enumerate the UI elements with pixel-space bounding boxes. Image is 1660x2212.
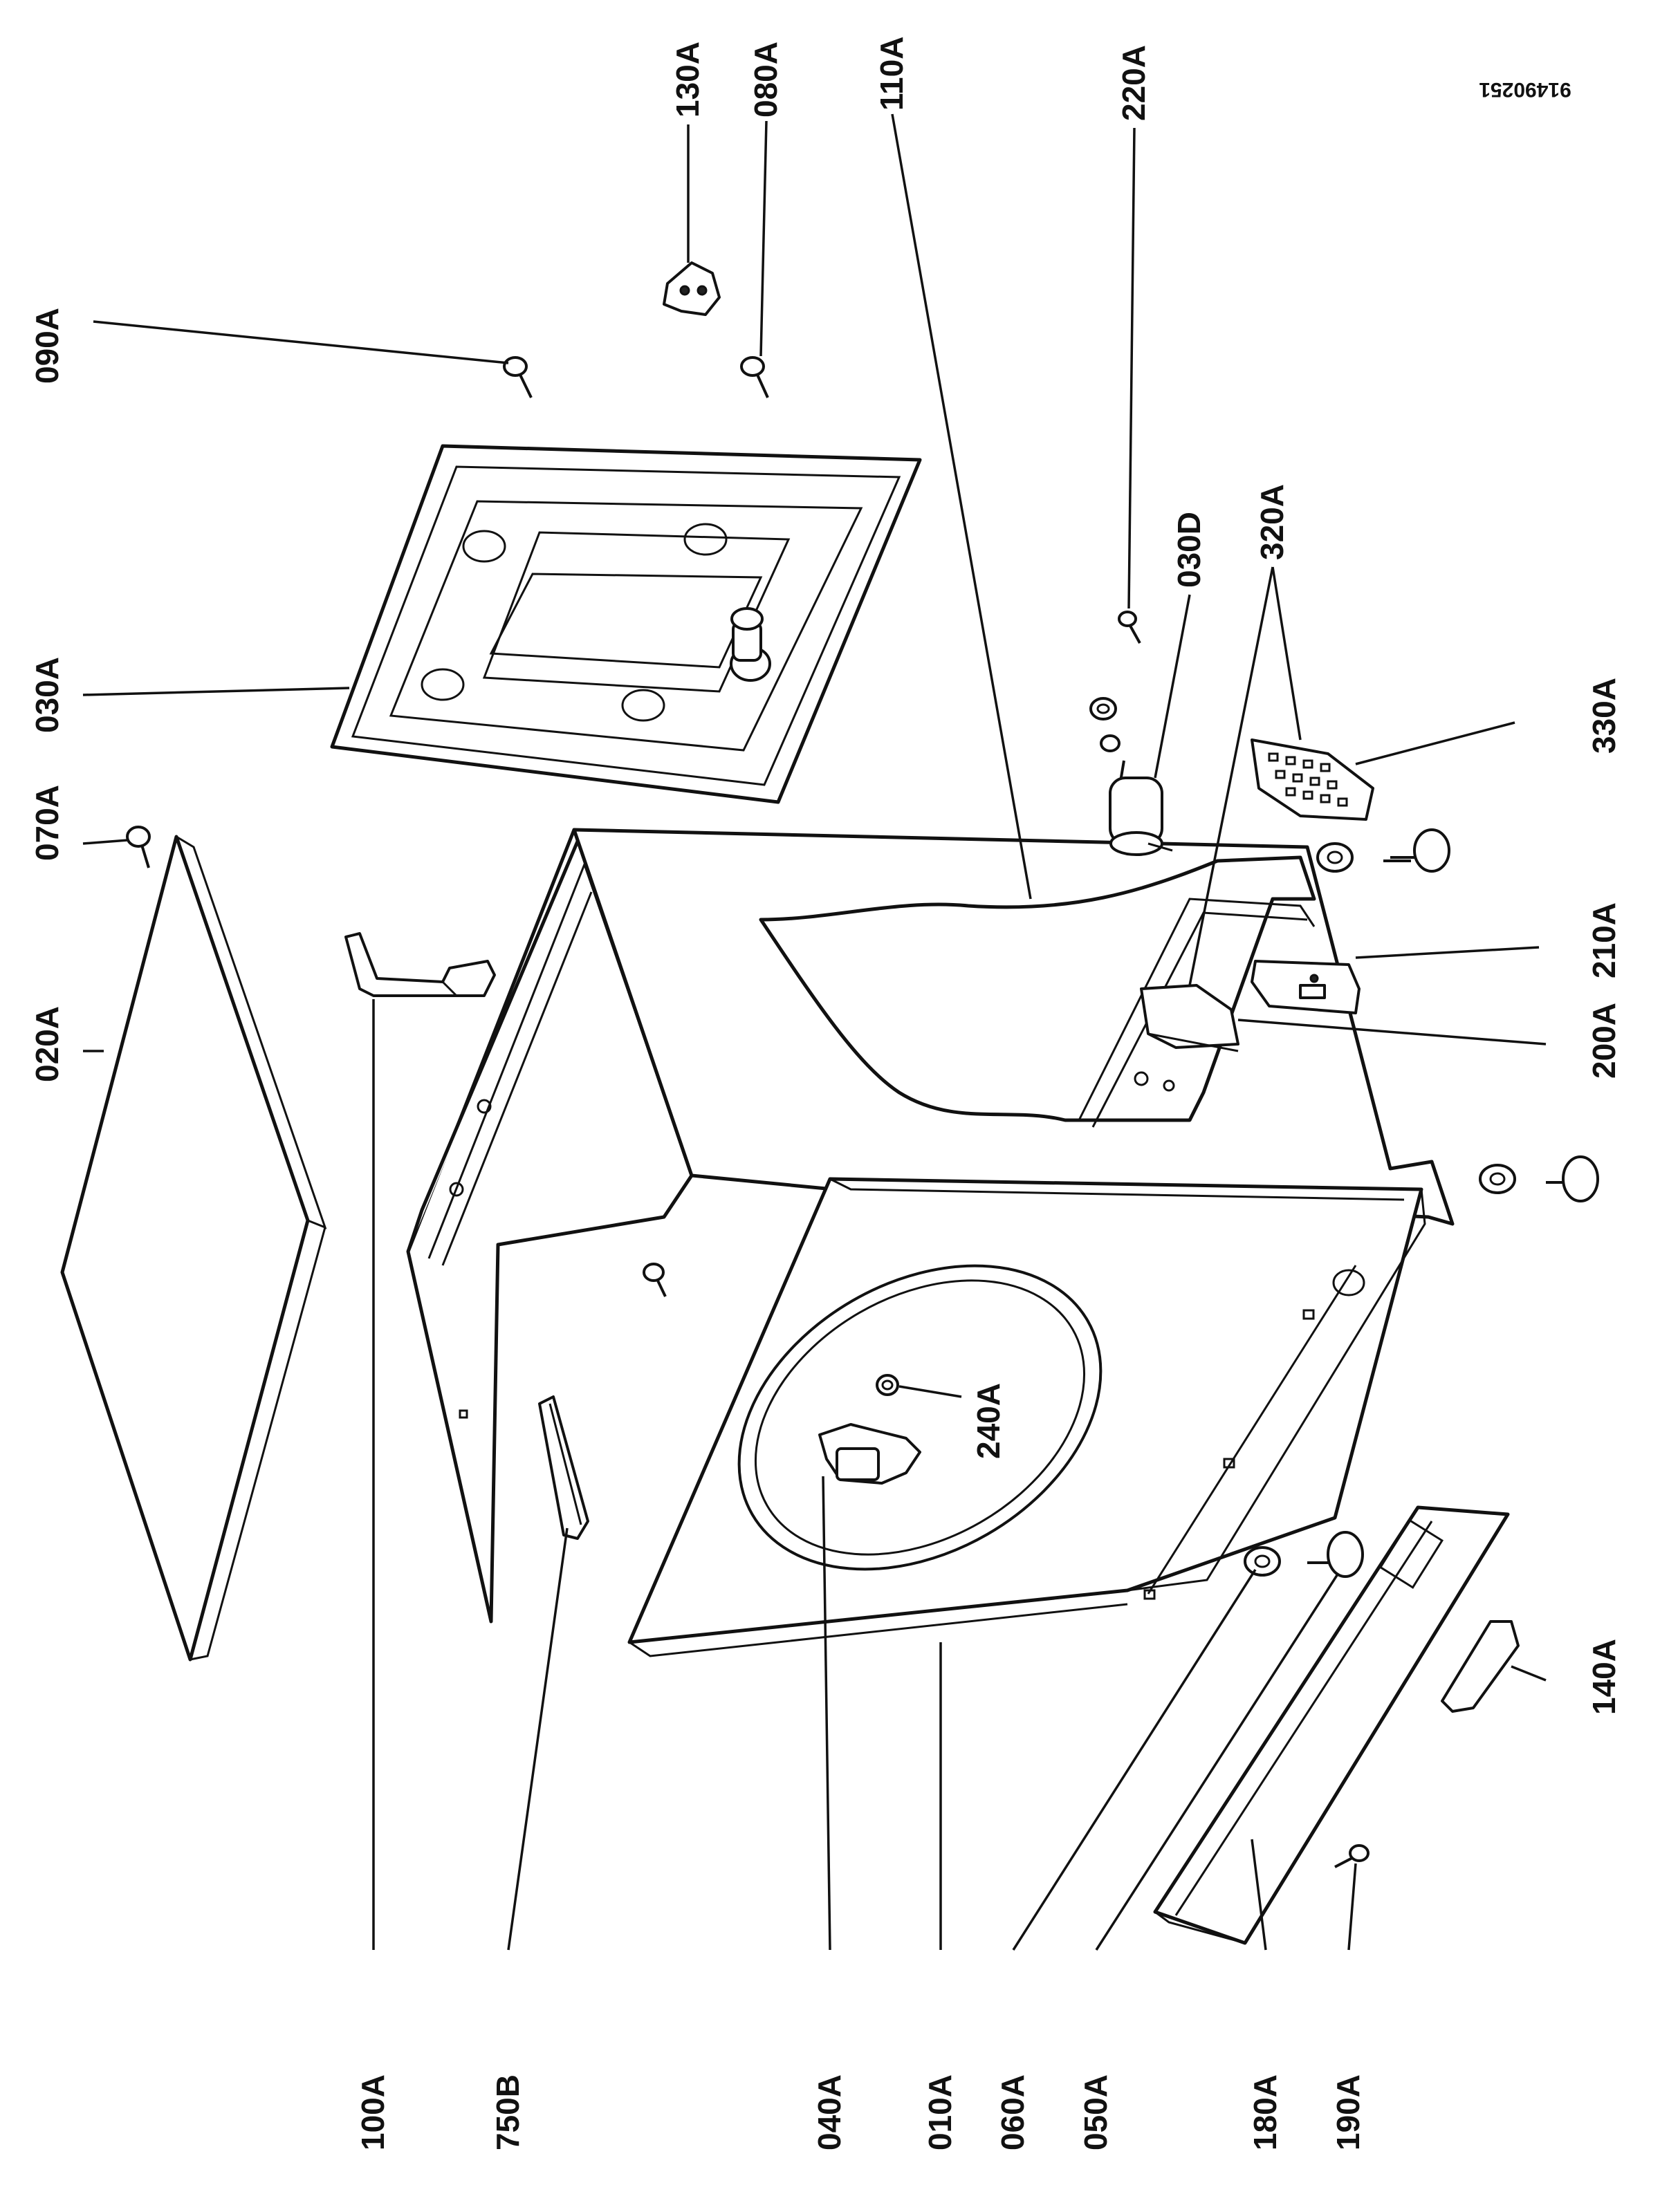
knob-240a — [876, 1374, 899, 1396]
label-140a: 140A — [1586, 1639, 1622, 1715]
label-020a: 020A — [29, 1006, 65, 1082]
label-200a: 200A — [1586, 1003, 1622, 1079]
screw-190a — [1334, 1844, 1370, 1868]
label-320a: 320A — [1254, 484, 1290, 560]
screw-080a — [740, 356, 769, 398]
label-050a: 050A — [1078, 2074, 1114, 2150]
bracket-100a — [344, 932, 496, 997]
label-070a: 070A — [29, 785, 65, 861]
label-040a: 040A — [811, 2074, 847, 2150]
label-080a: 080A — [748, 41, 784, 118]
cabinet — [406, 828, 1455, 1657]
filter-cover-330a — [1251, 738, 1374, 821]
label-330a: 330A — [1586, 678, 1622, 754]
rear-panel — [330, 444, 922, 804]
label-220a: 220A — [1116, 45, 1152, 121]
label-750b: 750B — [490, 2074, 526, 2150]
drawing-id: 91490251 — [1479, 78, 1571, 101]
label-030a: 030A — [29, 657, 65, 733]
part-labels: 130A 080A 110A 220A 090A 030A 070A 020A … — [29, 37, 1622, 2150]
label-090a: 090A — [29, 308, 65, 384]
door-latch-040a — [818, 1423, 921, 1485]
handle-140a — [1441, 1620, 1520, 1713]
screw-070a — [126, 826, 151, 868]
label-130a: 130A — [670, 41, 706, 118]
label-210a: 210A — [1586, 902, 1622, 978]
screw-220a — [1118, 611, 1141, 644]
capacitor-030d — [1089, 697, 1173, 856]
clip-130a — [663, 261, 721, 316]
switch-200a — [1140, 984, 1239, 1052]
switch-210a — [1251, 960, 1361, 1014]
label-180a: 180A — [1247, 2074, 1283, 2150]
control-panel-180a — [1153, 1505, 1510, 1945]
label-010a: 010A — [922, 2074, 958, 2150]
label-240a: 240A — [970, 1383, 1006, 1459]
foot-rear-lower — [1479, 1155, 1599, 1202]
foot-rear-upper — [1316, 828, 1450, 873]
slide-rail-750b — [538, 1395, 589, 1540]
label-110a: 110A — [874, 37, 910, 111]
label-100a: 100A — [355, 2074, 391, 2150]
label-060a: 060A — [995, 2074, 1031, 2150]
label-030d: 030D — [1171, 512, 1207, 588]
leader-lines — [82, 113, 1547, 1951]
screw-090a — [503, 356, 533, 398]
label-190a: 190A — [1330, 2074, 1366, 2150]
top-cover-plate — [60, 835, 327, 1662]
foot-front — [1244, 1531, 1364, 1578]
